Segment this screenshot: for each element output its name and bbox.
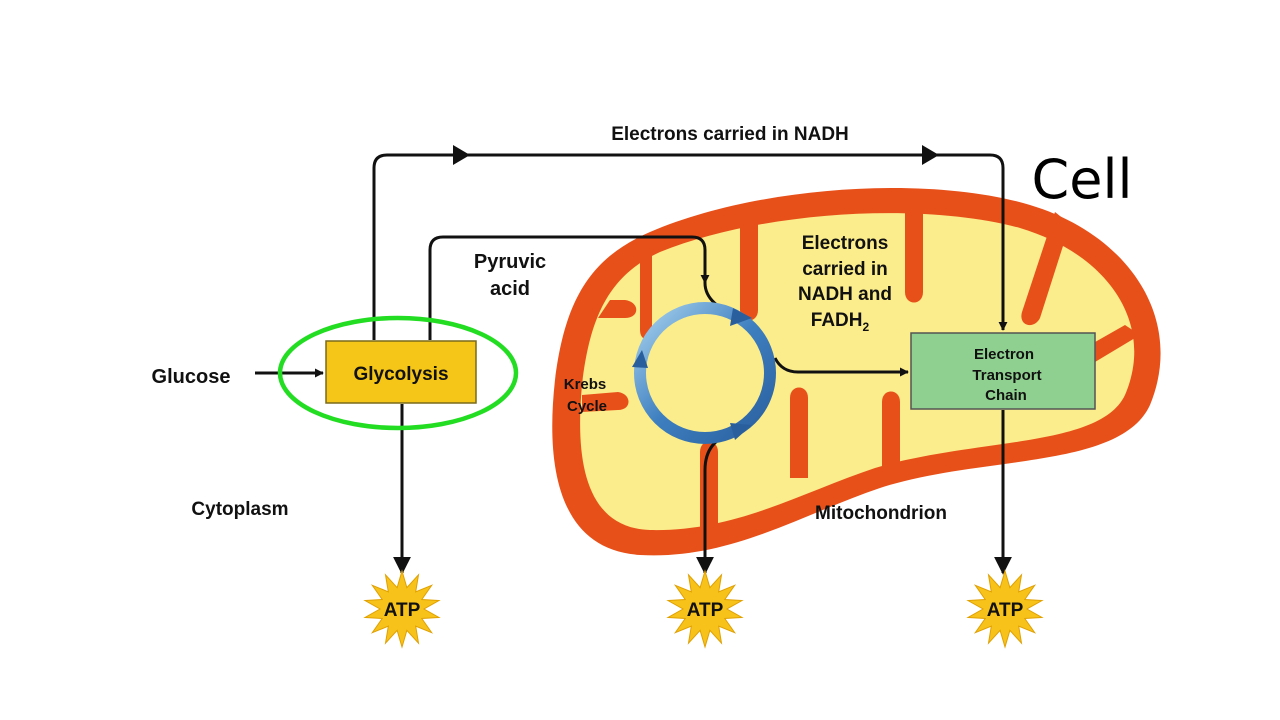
glycolysis-label: Glycolysis [353,364,448,385]
mitochondrion-label: Mitochondrion [815,503,947,524]
fadh-subscript: 2 [863,320,870,334]
inner-label-line3: NADH and [798,284,892,305]
top-arrow-label: Electrons carried in NADH [611,124,849,145]
krebs-arrowhead-left [632,350,648,368]
atp-star-shape [666,569,744,649]
cell-title: Cell [1032,148,1133,211]
krebs-arrowhead-bottom [730,423,752,440]
krebs-label-line2: Cycle [567,398,607,415]
etc-label-line1: Electron [974,346,1034,363]
inner-label-line1: Electrons [802,233,889,254]
krebs-arrowhead-top [730,308,752,326]
etc-label-line2: Transport [972,367,1041,384]
glucose-label: Glucose [152,366,231,388]
atp-starburst-left: ATP [363,569,441,649]
atp-starburst-right: ATP [966,569,1044,649]
atp-starburst-middle: ATP [666,569,744,649]
nadh-arrow-chevron-2 [922,145,939,165]
atp-label-right: ATP [987,600,1024,621]
glycolysis-highlight-ring [277,315,519,431]
fadh-text: FADH [811,310,863,331]
inner-label-line4: FADH2 [811,310,870,334]
cytoplasm-label: Cytoplasm [191,499,288,520]
pyruvic-acid-arrow [428,235,710,340]
glycolysis-box [325,340,477,404]
atp-label-middle: ATP [687,600,724,621]
pyruvic-acid-label-line2: acid [490,278,530,300]
nadh-arrow-top [372,153,1008,340]
atp-star-shape [363,569,441,649]
pyruvic-acid-label-line1: Pyruvic [474,251,546,273]
etc-label-line3: Chain [985,387,1027,404]
krebs-label-line1: Krebs [564,376,607,393]
electron-transport-chain-box [910,332,1096,410]
krebs-cycle-ring [632,302,776,444]
nadh-arrow-chevron-1 [453,145,470,165]
atp-label-left: ATP [384,600,421,621]
atp-star-shape [966,569,1044,649]
inner-label-line2: carried in [802,259,888,280]
krebs-to-etc-arrow [773,357,909,377]
